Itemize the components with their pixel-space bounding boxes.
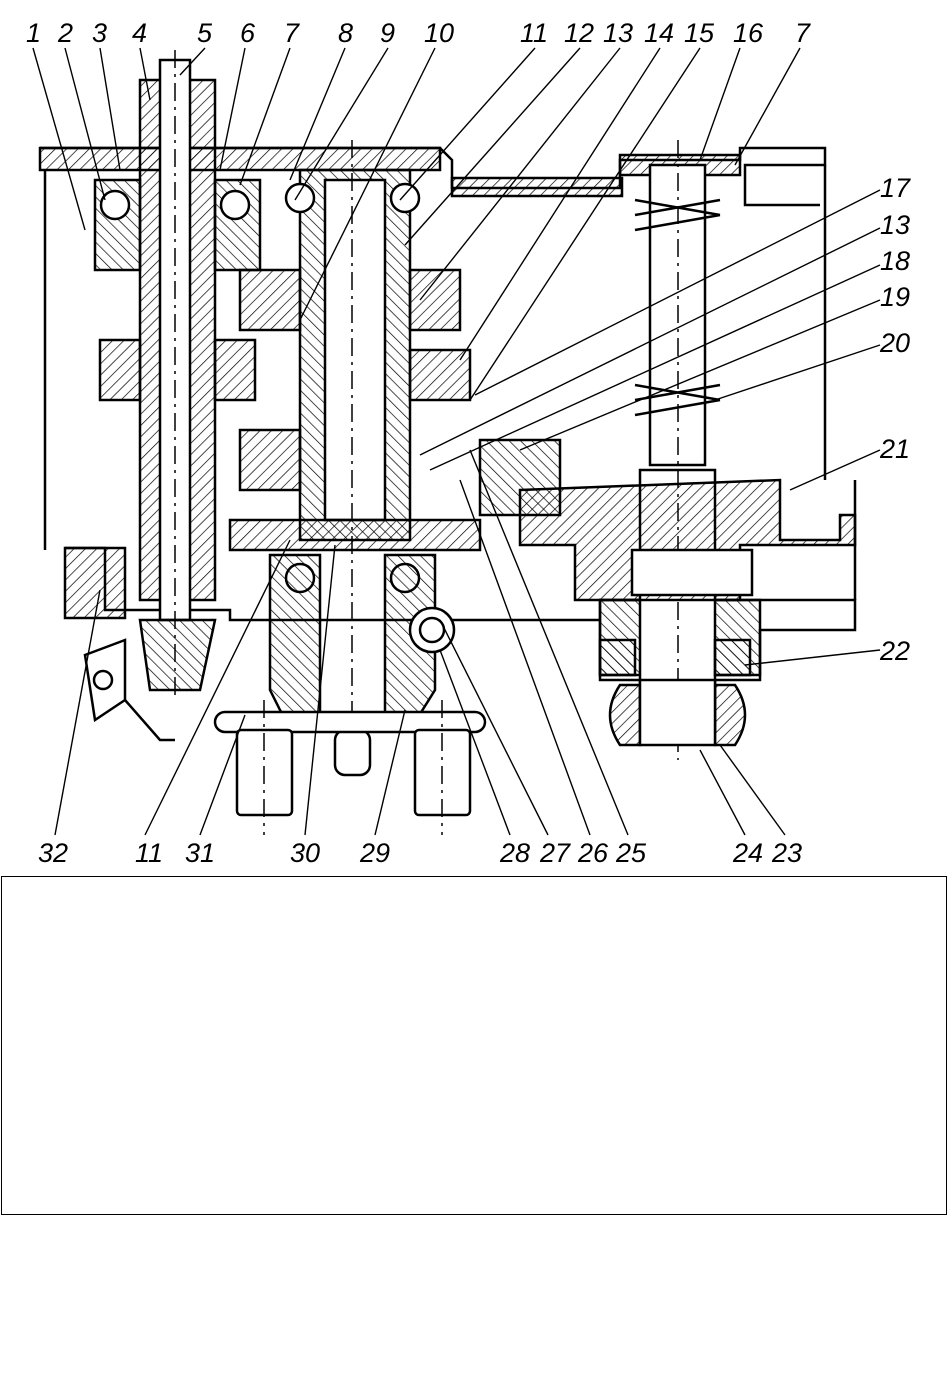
callout-14: 14 [644, 18, 674, 48]
callout-23: 23 [771, 838, 802, 868]
callout-17: 17 [880, 173, 911, 203]
callout-11b: 11 [135, 838, 163, 868]
callout-29: 29 [359, 838, 390, 868]
caption-box [1, 876, 947, 1215]
callout-3: 3 [92, 18, 107, 48]
callout-26: 26 [577, 838, 609, 868]
callout-13b: 13 [880, 210, 910, 240]
callout-20: 20 [879, 328, 910, 358]
callout-5: 5 [197, 18, 213, 48]
callout-27: 27 [539, 838, 571, 868]
callout-32: 32 [38, 838, 68, 868]
callout-4: 4 [132, 18, 147, 48]
callout-24: 24 [732, 838, 763, 868]
gearbox-section-drawing: 1 2 3 4 5 6 7 8 9 10 11 12 13 14 15 16 7… [0, 0, 950, 870]
callout-numbers-bottom: 32 11 31 30 29 28 27 26 25 24 23 [38, 838, 802, 868]
callout-28: 28 [499, 838, 530, 868]
callout-numbers-right: 17 13 18 19 20 21 22 [879, 173, 911, 666]
callout-12: 12 [564, 18, 594, 48]
callout-18: 18 [880, 246, 910, 276]
callout-13: 13 [603, 18, 633, 48]
callout-7: 7 [284, 18, 300, 48]
callout-7b: 7 [795, 18, 811, 48]
callout-10: 10 [424, 18, 454, 48]
callout-19: 19 [880, 282, 910, 312]
callout-22: 22 [879, 636, 910, 666]
callout-9: 9 [380, 18, 395, 48]
callout-15: 15 [684, 18, 715, 48]
callout-25: 25 [615, 838, 647, 868]
callout-21: 21 [879, 434, 910, 464]
callout-11: 11 [520, 18, 548, 48]
callout-8: 8 [338, 18, 353, 48]
shaft-center [230, 140, 480, 775]
callout-16: 16 [733, 18, 764, 48]
shaft-right [480, 140, 855, 760]
callout-31: 31 [185, 838, 215, 868]
callout-30: 30 [290, 838, 320, 868]
callout-2: 2 [57, 18, 73, 48]
callout-numbers-top: 1 2 3 4 5 6 7 8 9 10 11 12 13 14 15 16 7 [26, 18, 811, 48]
callout-6: 6 [240, 18, 256, 48]
callout-1: 1 [26, 18, 41, 48]
